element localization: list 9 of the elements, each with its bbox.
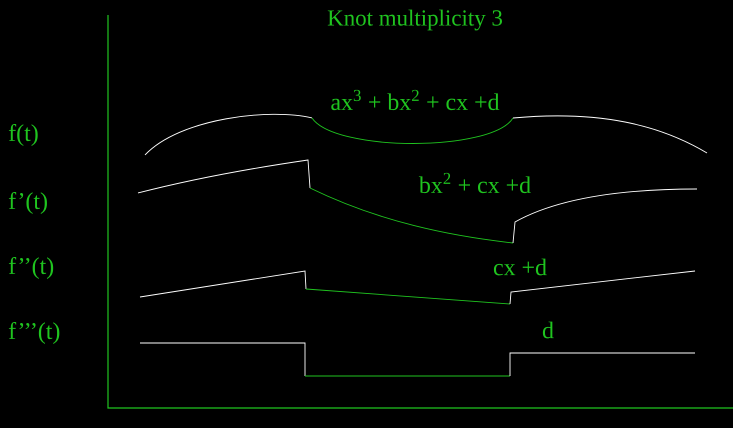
- polynomial-label: ax$^{3}$ + bx$^{2}$ + cx +d: [331, 90, 500, 110]
- polynomial-label: d: [542, 322, 554, 338]
- polynomial-label: bx$^{2}$ + cx +d: [418, 172, 531, 194]
- function-label: f’’’(t): [8, 322, 60, 344]
- function-label: f’’(t): [8, 257, 54, 279]
- function-label: f(t): [8, 124, 38, 146]
- polynomial-label: cx +d: [494, 258, 547, 276]
- chart-title: Knot multiplicity 3: [328, 10, 502, 30]
- function-label: f’(t): [8, 192, 47, 214]
